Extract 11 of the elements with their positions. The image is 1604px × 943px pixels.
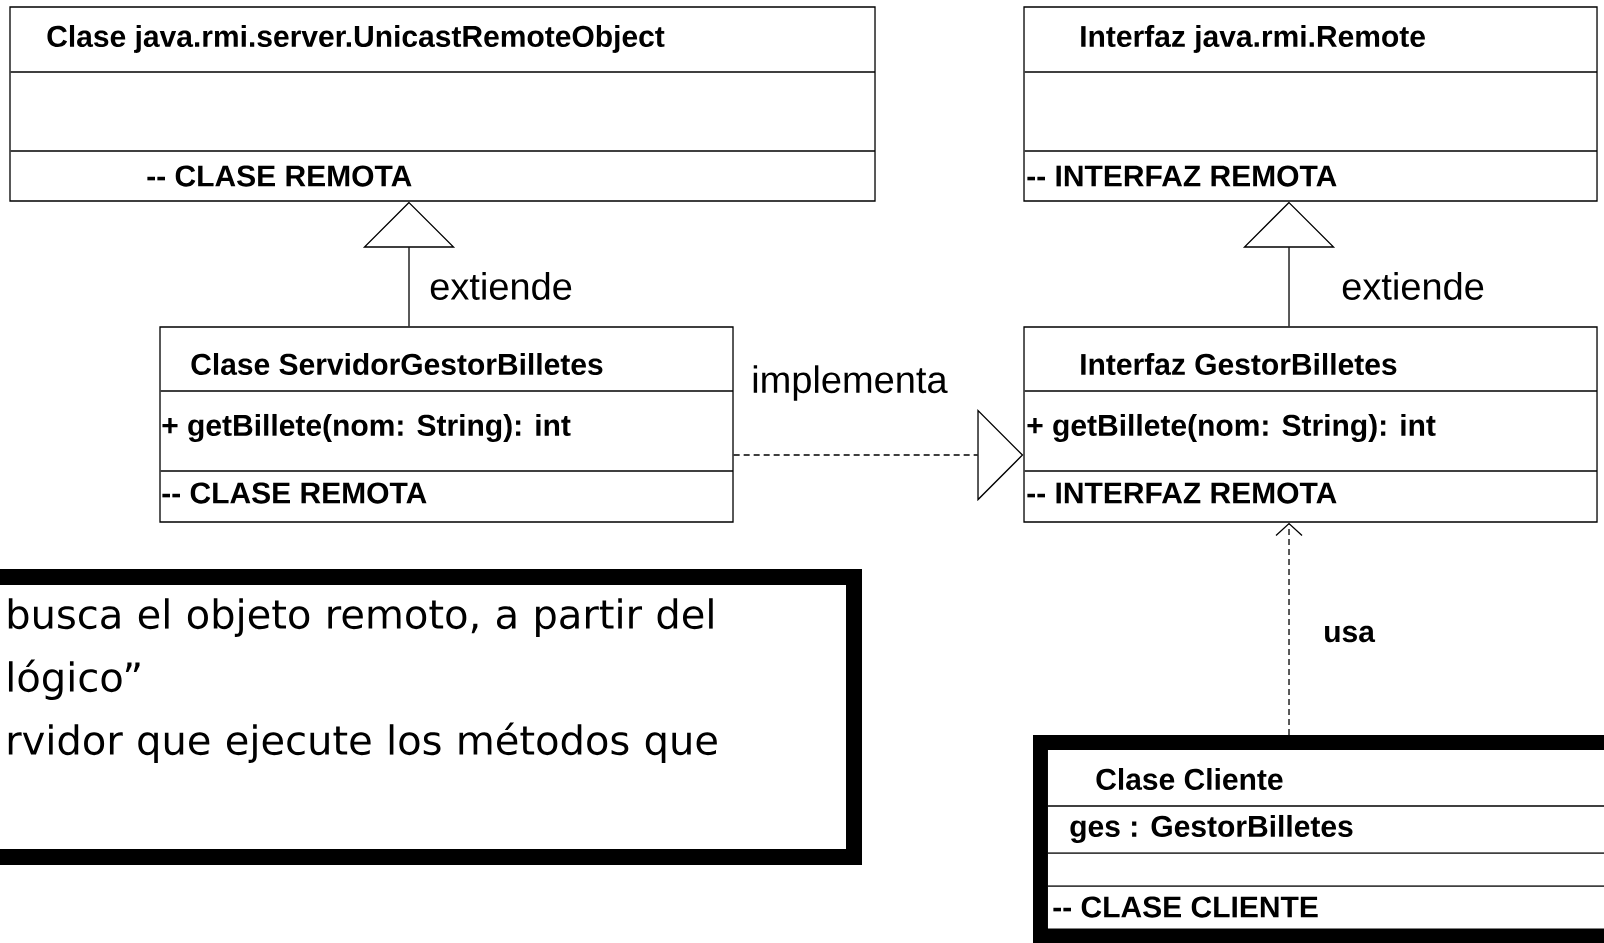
note-box: busca el objeto remoto, a partir del lógico” rvidor que ejecute los métodos que	[0, 569, 862, 865]
edge-label: implementa	[750, 364, 949, 402]
class-box: Clase ServidorGestorBilletes + getBillete(nom: String): int -- CLASE REMOTA	[159, 326, 734, 523]
class-box: Interfaz GestorBilletes + getBillete(nom: String): int -- INTERFAZ REMOTA	[1023, 326, 1598, 523]
edge-label: extiende	[1340, 271, 1486, 301]
class-box: Clase Cliente ges : GestorBilletes -- CLASE CLIENTE	[1032, 734, 1604, 943]
class-box: Clase java.rmi.server.UnicastRemoteObject -- CLASE REMOTA	[9, 6, 876, 202]
edge-label: usa	[1322, 624, 1376, 644]
edge-label: extiende	[428, 271, 574, 301]
class-box: Interfaz java.rmi.Remote -- INTERFAZ REMOTA	[1023, 6, 1598, 202]
arrow	[1275, 522, 1303, 736]
